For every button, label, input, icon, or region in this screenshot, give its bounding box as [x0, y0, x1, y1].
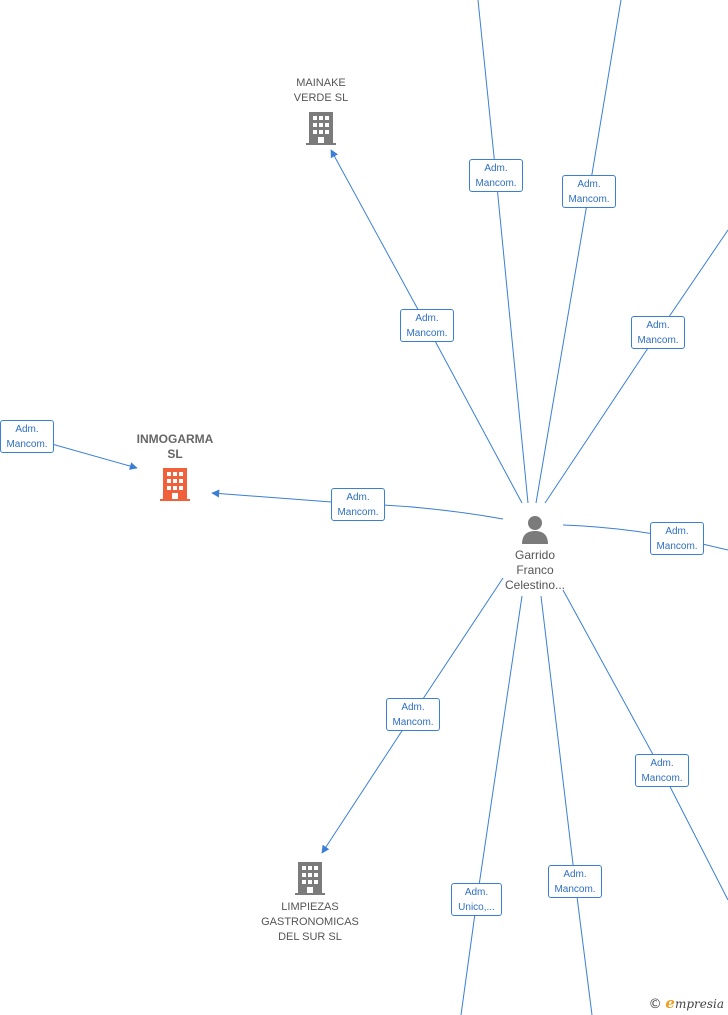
- person-label: Garrido Franco Celestino...: [493, 548, 577, 593]
- role-line: Unico,...: [458, 902, 495, 913]
- building-icon: [306, 112, 336, 145]
- role-line: Mancom.: [475, 178, 517, 189]
- role-box[interactable]: Adm. Mancom.: [650, 522, 704, 555]
- role-line: Adm.: [15, 424, 39, 435]
- company-label-line: INMOGARMA: [136, 432, 214, 446]
- role-line: Adm.: [665, 526, 689, 537]
- role-line: Adm.: [401, 702, 425, 713]
- company-label-line: VERDE SL: [293, 92, 349, 104]
- copyright-symbol: ©: [648, 997, 662, 1012]
- role-line: Adm.: [650, 758, 674, 769]
- empresia-watermark: © empresia: [649, 994, 724, 1012]
- role-line: Adm.: [415, 313, 439, 324]
- person-label-line: Garrido: [514, 548, 555, 562]
- edge-top-left: [477, 0, 529, 504]
- role-line: Adm.: [484, 163, 508, 174]
- role-line: Adm.: [464, 887, 489, 898]
- role-line: Mancom.: [656, 541, 698, 552]
- role-box[interactable]: Adm. Mancom.: [400, 309, 454, 342]
- building-icon: [160, 468, 190, 501]
- edge-bottom-mid: [540, 595, 593, 1015]
- edge-bottom-unico: [460, 595, 523, 1015]
- company-label: MAINAKE VERDE SL: [271, 76, 371, 106]
- role-line: Mancom.: [406, 328, 448, 339]
- person-node[interactable]: Garrido Franco Celestino...: [493, 514, 577, 593]
- company-node-limpiezas[interactable]: LIMPIEZAS GASTRONOMICAS DEL SUR SL: [250, 860, 370, 945]
- company-label-line: DEL SUR SL: [278, 931, 342, 943]
- role-box[interactable]: Adm. Mancom.: [469, 159, 523, 192]
- company-node-inmogarma[interactable]: INMOGARMA SL: [120, 432, 230, 502]
- role-box[interactable]: Adm. Unico,...: [451, 883, 502, 916]
- role-line: Mancom.: [6, 439, 48, 450]
- company-label: LIMPIEZAS GASTRONOMICAS DEL SUR SL: [250, 900, 370, 945]
- company-label-line: MAINAKE: [296, 77, 346, 89]
- building-icon: [295, 862, 325, 895]
- role-line: Adm.: [646, 320, 670, 331]
- person-icon: [522, 516, 548, 544]
- edge-upper-right: [544, 229, 728, 504]
- role-line: Mancom.: [554, 884, 596, 895]
- role-line: Mancom.: [568, 194, 610, 205]
- edge-bottom-right: [562, 589, 728, 901]
- role-box[interactable]: Adm. Mancom.: [631, 316, 685, 349]
- edge-top-right: [535, 0, 622, 504]
- role-line: Mancom.: [641, 773, 683, 784]
- role-box[interactable]: Adm. Mancom.: [331, 488, 385, 521]
- role-box[interactable]: Adm. Mancom.: [548, 865, 602, 898]
- role-line: Mancom.: [392, 717, 434, 728]
- brand-initial: e: [665, 994, 675, 1012]
- role-line: Adm.: [577, 179, 601, 190]
- role-line: Adm.: [563, 869, 587, 880]
- role-box[interactable]: Adm. Mancom.: [635, 754, 689, 787]
- company-label-line: GASTRONOMICAS: [261, 916, 359, 928]
- brand-name: mpresia: [674, 997, 724, 1011]
- person-label-line: Franco: [516, 563, 554, 577]
- person-label-line: Celestino...: [504, 578, 566, 592]
- company-node-mainake[interactable]: MAINAKE VERDE SL: [271, 76, 371, 146]
- company-label-line: LIMPIEZAS: [281, 901, 339, 913]
- role-box[interactable]: Adm. Mancom.: [562, 175, 616, 208]
- role-box[interactable]: Adm. Mancom.: [0, 420, 54, 453]
- role-line: Mancom.: [337, 507, 379, 518]
- role-line: Mancom.: [637, 335, 679, 346]
- role-line: Adm.: [346, 492, 370, 503]
- company-label-line: SL: [167, 447, 183, 461]
- company-label: INMOGARMA SL: [120, 432, 230, 462]
- role-box[interactable]: Adm. Mancom.: [386, 698, 440, 731]
